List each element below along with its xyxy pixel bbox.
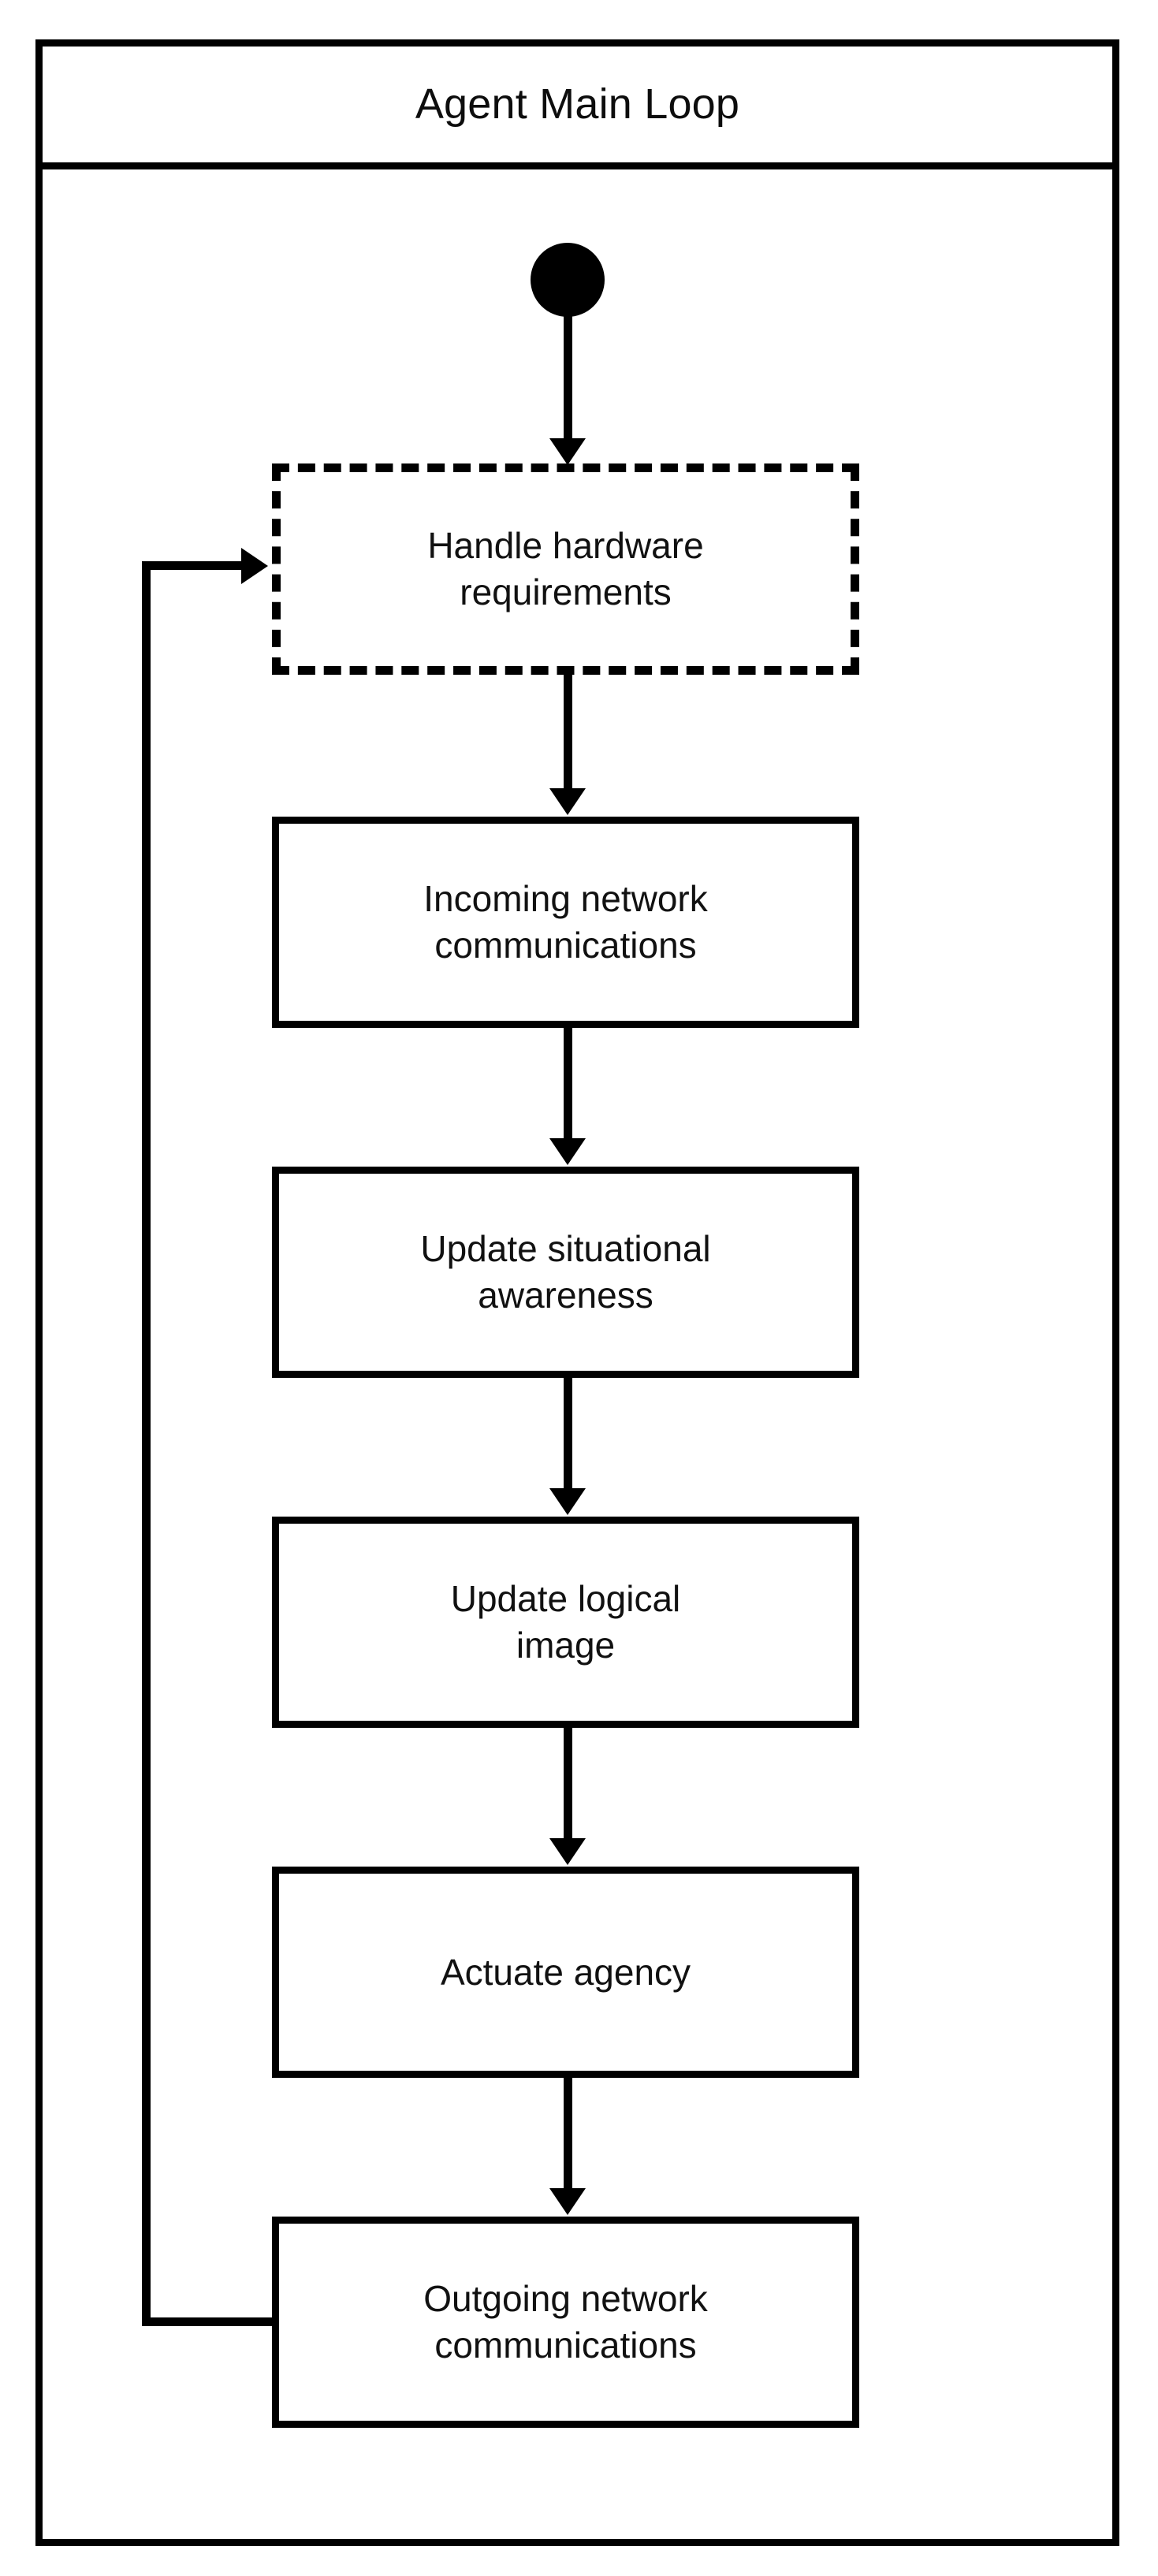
edge-actuate-to-outgoing-line xyxy=(564,2078,572,2194)
action-node-outgoing-network-communications[interactable]: Outgoing network communications xyxy=(272,2217,859,2428)
edge-loopback-arrowhead xyxy=(241,548,268,584)
action-label-update-logical-image: Update logical image xyxy=(450,1578,681,1666)
edge-logical-image-to-actuate-line xyxy=(564,1728,572,1845)
edge-incoming-to-situational-arrowhead xyxy=(549,1138,586,1165)
page-title: Agent Main Loop xyxy=(415,80,740,128)
edge-initial-to-handle-hardware-line xyxy=(564,315,572,456)
activity-frame-title-band: Agent Main Loop xyxy=(43,47,1112,169)
action-label-handle-hardware-requirements: Handle hardware requirements xyxy=(427,525,704,612)
edge-actuate-to-outgoing-arrowhead xyxy=(549,2188,586,2215)
action-label-update-situational-awareness: Update situational awareness xyxy=(420,1228,711,1316)
edge-loopback-top-segment xyxy=(142,561,244,570)
action-label-actuate-agency: Actuate agency xyxy=(440,1951,691,1993)
edge-handle-hardware-to-incoming-line xyxy=(564,675,572,795)
edge-logical-image-to-actuate-arrowhead xyxy=(549,1838,586,1865)
action-label-incoming-network-communications: Incoming network communications xyxy=(423,878,708,966)
edge-loopback-vertical-segment xyxy=(142,561,151,2326)
action-node-update-situational-awareness[interactable]: Update situational awareness xyxy=(272,1167,859,1378)
edge-situational-to-logical-image-arrowhead xyxy=(549,1488,586,1515)
edge-initial-to-handle-hardware-arrowhead xyxy=(549,438,586,465)
action-node-incoming-network-communications[interactable]: Incoming network communications xyxy=(272,817,859,1028)
edge-handle-hardware-to-incoming-arrowhead xyxy=(549,788,586,815)
edge-loopback-bottom-segment xyxy=(142,2317,276,2326)
initial-node xyxy=(531,243,605,317)
edge-incoming-to-situational-line xyxy=(564,1028,572,1145)
action-label-outgoing-network-communications: Outgoing network communications xyxy=(423,2278,708,2366)
action-node-actuate-agency[interactable]: Actuate agency xyxy=(272,1867,859,2078)
action-node-update-logical-image[interactable]: Update logical image xyxy=(272,1517,859,1728)
action-node-handle-hardware-requirements[interactable]: Handle hardware requirements xyxy=(272,463,859,675)
edge-situational-to-logical-image-line xyxy=(564,1378,572,1495)
